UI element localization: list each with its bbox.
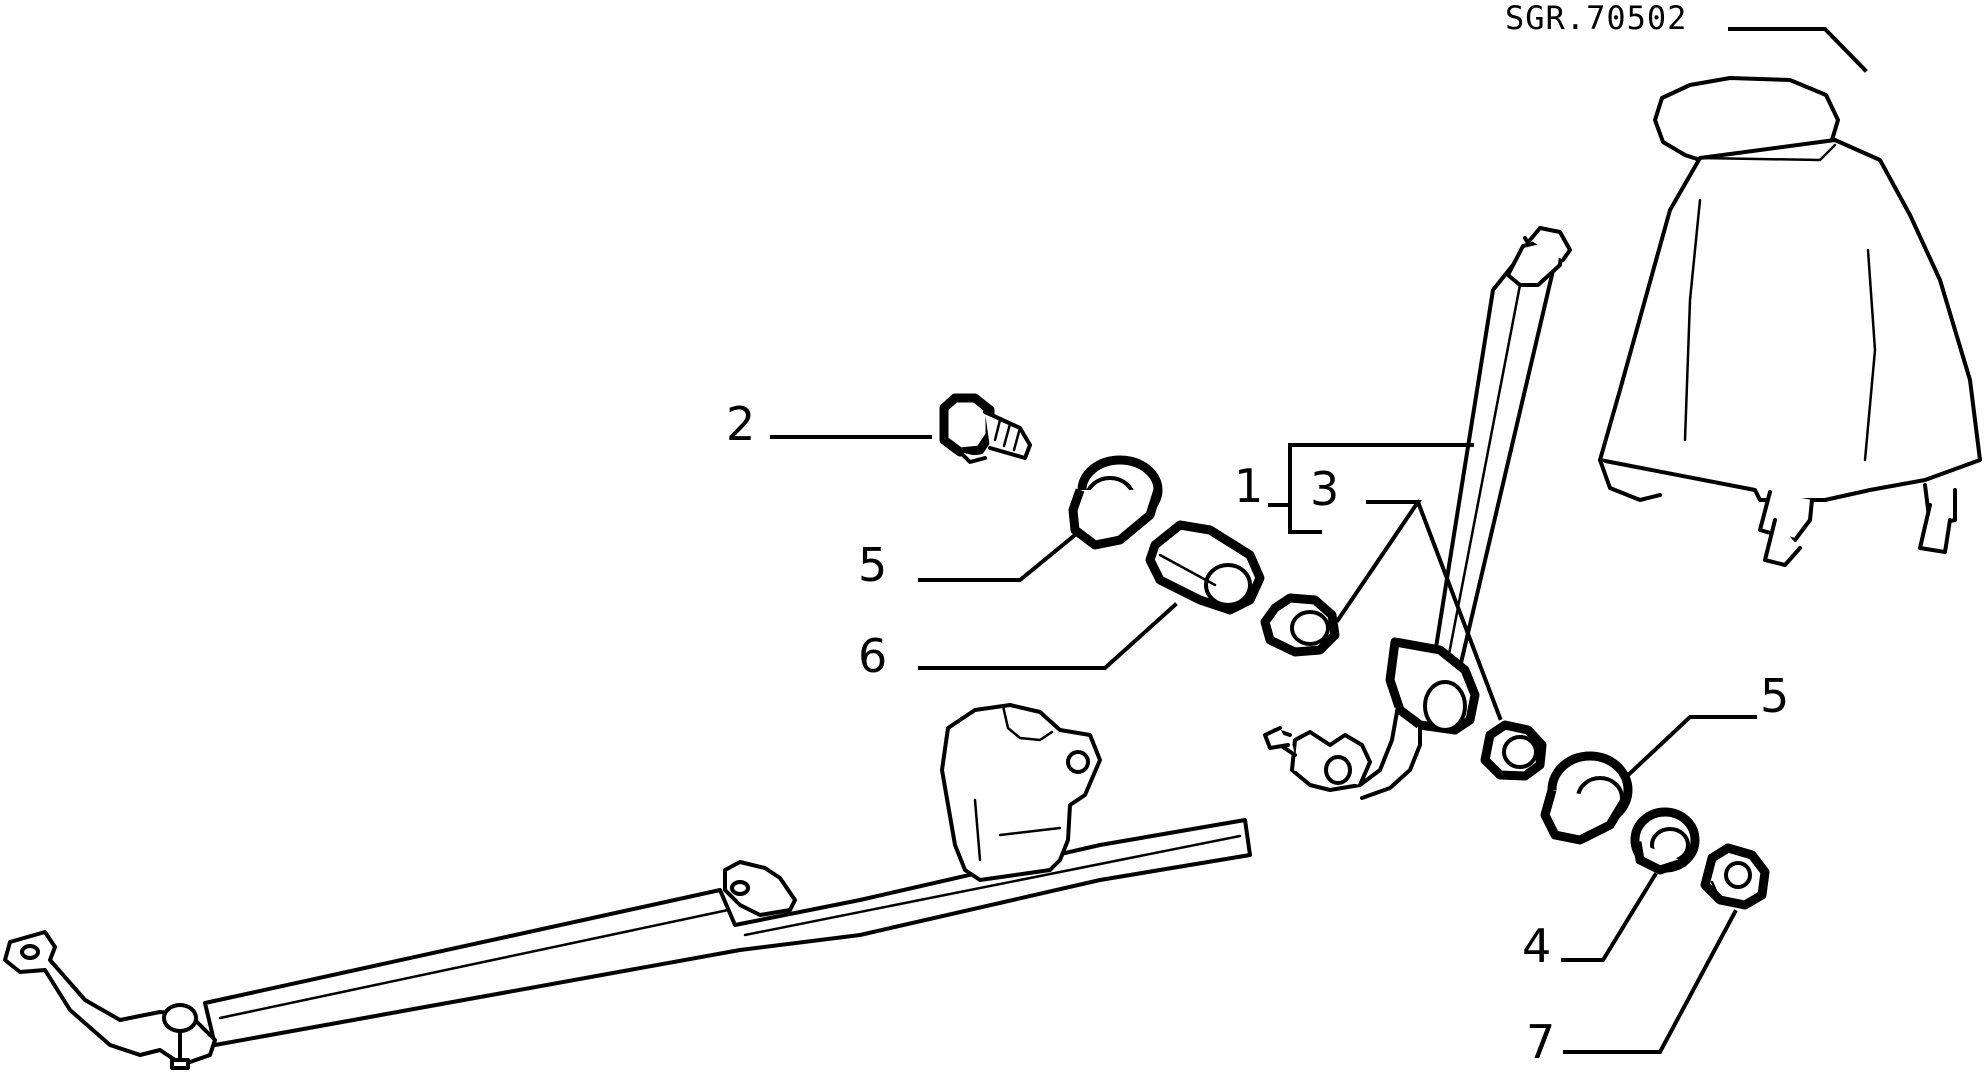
part-7-nut xyxy=(1700,843,1770,910)
callout-3: 3 xyxy=(1310,462,1339,516)
callout-2: 2 xyxy=(726,397,755,451)
part-5-bushing-lower xyxy=(1540,751,1633,845)
reference-code: SGR.70502 xyxy=(1505,0,1687,37)
lever-boot xyxy=(1598,76,1982,567)
leader-4 xyxy=(1561,872,1658,962)
callout-7: 7 xyxy=(1526,1015,1555,1069)
leader-5-upper xyxy=(918,532,1078,582)
leader-3-right xyxy=(1415,499,1503,721)
leader-7 xyxy=(1563,909,1738,1054)
gear-lever xyxy=(1263,226,1572,800)
callout-1: 1 xyxy=(1234,459,1263,513)
part-3-bushing-left xyxy=(1260,593,1340,657)
leader-reference xyxy=(1728,27,1868,73)
leader-6 xyxy=(918,602,1178,670)
leader-5-lower xyxy=(1622,715,1757,781)
part-5-bushing-upper xyxy=(1068,455,1163,550)
callout-5-lower: 5 xyxy=(1760,669,1789,723)
part-2-bolt xyxy=(939,393,1032,464)
leader-lines xyxy=(770,27,1868,1054)
part-4-washer xyxy=(1630,807,1700,875)
part-6-sleeve xyxy=(1145,520,1265,615)
callout-6: 6 xyxy=(858,629,887,683)
leader-1-bracket xyxy=(1268,445,1322,534)
part-3-bushing-right xyxy=(1480,720,1547,781)
callout-4: 4 xyxy=(1522,919,1551,973)
selector-rod-assembly xyxy=(3,703,1252,1070)
leader-3-left xyxy=(1335,500,1422,623)
callout-5-upper: 5 xyxy=(858,538,887,592)
